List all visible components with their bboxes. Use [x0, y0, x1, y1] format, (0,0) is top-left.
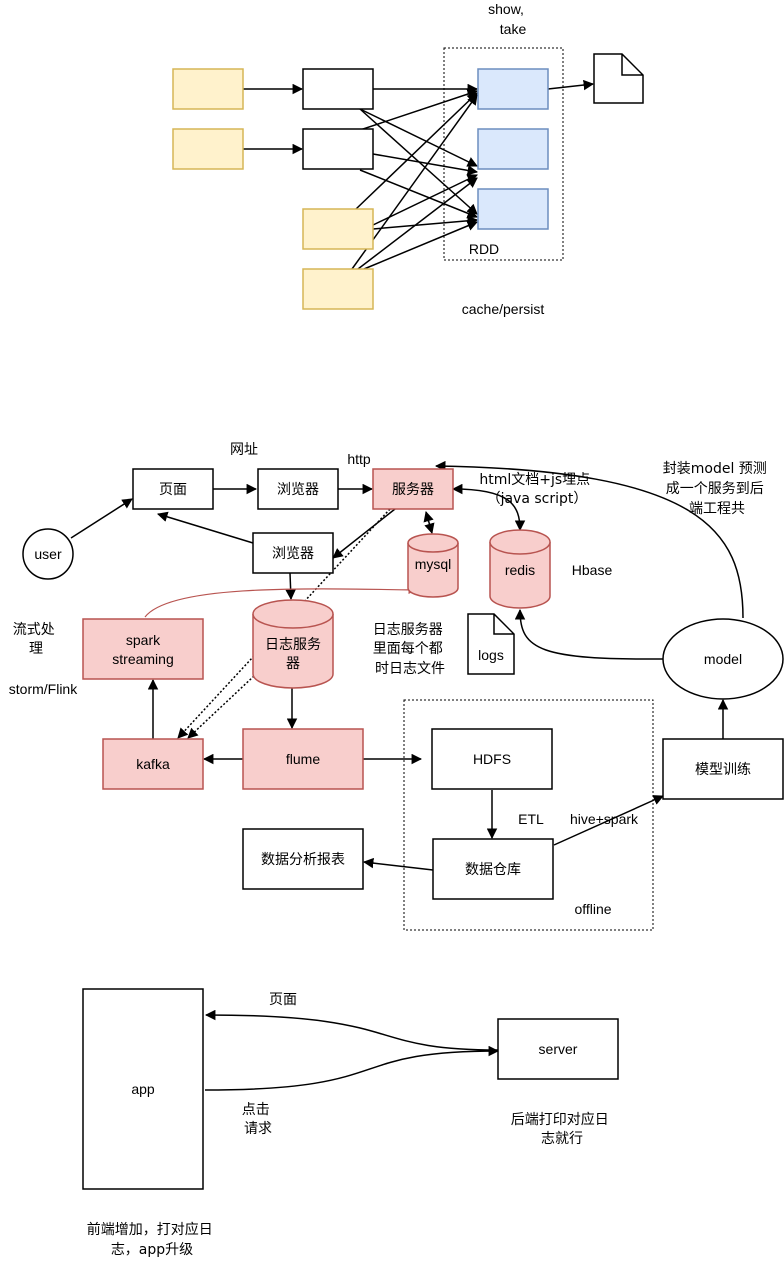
page-response-label: 页面 — [269, 992, 297, 1008]
browser-top-node: 浏览器 — [257, 468, 339, 510]
offline-group — [403, 699, 654, 931]
hive-spark-label: hive+spark — [570, 811, 639, 827]
svg-text:日志服务: 日志服务 — [265, 637, 321, 653]
svg-text:app: app — [131, 1081, 155, 1097]
cache-persist-label: cache/persist — [462, 301, 545, 317]
app-node: app — [82, 988, 204, 1190]
svg-text:数据仓库: 数据仓库 — [465, 862, 521, 878]
svg-text:user: user — [34, 546, 62, 562]
svg-text:数据分析报表: 数据分析报表 — [261, 852, 345, 868]
mysql-database-icon: mysql — [407, 533, 459, 598]
flume-node: flume — [242, 728, 364, 790]
yellow-source-2 — [172, 128, 244, 170]
model-node: model — [662, 618, 784, 700]
kafka-node: kafka — [102, 738, 204, 790]
svg-text:页面: 页面 — [159, 482, 187, 498]
svg-text:flume: flume — [286, 751, 320, 767]
rdd-box-1 — [477, 68, 549, 110]
http-label: http — [347, 451, 371, 467]
transform-box-2 — [302, 128, 374, 170]
app-section: 页面 点击 请求 app server 后端打印对应日 志就行 前端增加，打对应… — [82, 988, 619, 1258]
svg-text:streaming: streaming — [112, 651, 173, 667]
svg-text:HDFS: HDFS — [473, 751, 511, 767]
yellow-source-3 — [302, 208, 374, 250]
svg-text:redis: redis — [505, 562, 535, 578]
svg-text:model: model — [704, 651, 742, 667]
html-doc-label: html文档+js埋点 （java script） — [479, 472, 594, 507]
server-node: 服务器 — [372, 468, 454, 510]
svg-text:浏览器: 浏览器 — [272, 546, 314, 562]
log-server-note: 日志服务器 里面每个都 时日志文件 — [373, 622, 447, 677]
arch-edges — [70, 460, 744, 871]
redis-database-icon: redis — [489, 529, 551, 609]
svg-text:spark: spark — [126, 632, 161, 648]
yellow-source-1 — [172, 68, 244, 110]
rdd-section: show, take RDD cache/persist — [172, 1, 644, 317]
wangzhi-label: 网址 — [230, 442, 258, 458]
svg-text:kafka: kafka — [136, 756, 170, 772]
svg-text:mysql: mysql — [415, 556, 452, 572]
svg-text:模型训练: 模型训练 — [695, 762, 751, 778]
logs-document-icon: logs — [467, 613, 515, 675]
storm-flink-label: storm/Flink — [9, 681, 78, 697]
hbase-label: Hbase — [572, 562, 613, 578]
click-request-label: 点击 请求 — [242, 1102, 274, 1137]
rdd-box-2 — [477, 128, 549, 170]
yellow-source-4 — [302, 268, 374, 310]
rdd-label: RDD — [469, 241, 499, 257]
rdd-box-3 — [477, 188, 549, 230]
spark-streaming-node: spark streaming — [82, 618, 204, 680]
report-node: 数据分析报表 — [242, 828, 364, 890]
architecture-section: 网址 http html文档+js埋点 （java script） 封装mode… — [9, 442, 784, 931]
server-box-node: server — [497, 1018, 619, 1080]
browser-mid-node: 浏览器 — [252, 532, 334, 574]
app-edges — [204, 1009, 500, 1091]
etl-label: ETL — [518, 811, 544, 827]
model-service-note: 封装model 预测 成一个服务到后 端工程共 — [663, 461, 772, 517]
rdd-group — [443, 47, 564, 261]
svg-text:server: server — [539, 1041, 578, 1057]
svg-text:器: 器 — [286, 656, 300, 672]
backend-note: 后端打印对应日 志就行 — [511, 1111, 613, 1147]
rdd-edges — [243, 79, 595, 270]
page-node: 页面 — [132, 468, 214, 510]
offline-label: offline — [574, 901, 611, 917]
model-training-node: 模型训练 — [662, 738, 784, 800]
user-node: user — [22, 528, 74, 580]
show-take-label: show, take — [488, 1, 528, 37]
output-document-icon — [593, 53, 644, 104]
stream-processing-label: 流式处 理 — [13, 622, 59, 657]
hdfs-node: HDFS — [431, 728, 553, 790]
data-warehouse-node: 数据仓库 — [432, 838, 554, 900]
log-server-database-icon: 日志服务 器 — [252, 599, 334, 689]
frontend-note: 前端增加，打对应日 志，app升级 — [87, 1221, 217, 1258]
svg-text:服务器: 服务器 — [392, 482, 434, 498]
transform-box-1 — [302, 68, 374, 110]
svg-text:浏览器: 浏览器 — [277, 482, 319, 498]
spark-to-mysql-curve — [144, 585, 417, 618]
svg-text:logs: logs — [478, 647, 504, 663]
